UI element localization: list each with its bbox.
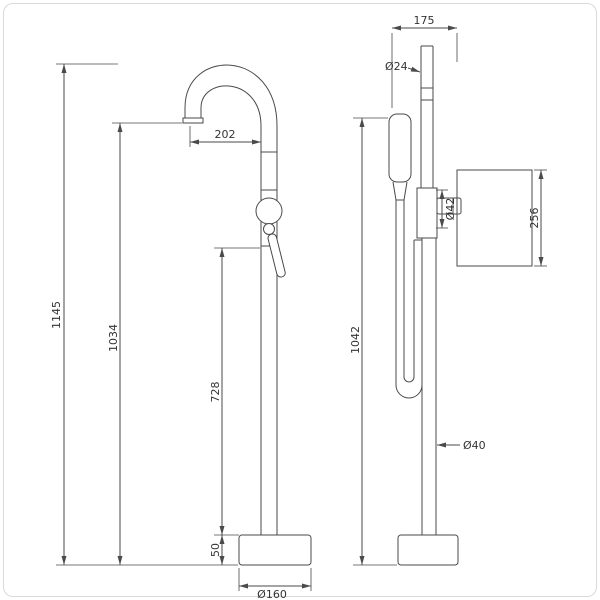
side-column-diameter-label: Ø40 xyxy=(463,439,486,452)
front-spout-reach-dimension: 202 xyxy=(189,126,261,147)
side-column-diameter-dimension: Ø40 xyxy=(437,439,486,452)
diverter-knob xyxy=(255,197,283,225)
front-spout-height-label: 1034 xyxy=(107,324,120,352)
knob-detail xyxy=(263,223,275,235)
side-bracket-height-label: 256 xyxy=(528,208,541,229)
front-overall-height-dimension: 1145 xyxy=(50,63,238,566)
side-bracket-height-dimension: 256 xyxy=(528,169,547,267)
side-body-diameter-label: Ø42 xyxy=(444,198,457,221)
front-base-height-dimension: 50 xyxy=(209,534,239,565)
mixer-body xyxy=(416,187,438,239)
side-depth-label: 175 xyxy=(414,14,435,27)
front-handle-height-label: 728 xyxy=(209,382,222,403)
handle-lever xyxy=(267,233,286,278)
side-overall-height-label: 1042 xyxy=(349,326,362,354)
side-riser-diameter-dimension: Ø24 xyxy=(385,60,421,73)
front-view: 1145 1034 728 50 202 xyxy=(50,63,312,600)
front-base-height-label: 50 xyxy=(209,543,222,557)
side-overall-height-dimension: 1042 xyxy=(349,117,397,566)
spout-outer-curve xyxy=(184,64,278,535)
spout-aerator xyxy=(182,117,204,124)
side-depth-dimension: 175 xyxy=(391,14,458,108)
shower-hose-inner xyxy=(403,200,415,383)
hand-shower-head xyxy=(388,113,412,183)
front-spout-reach-label: 202 xyxy=(215,128,236,141)
bracket-box xyxy=(456,169,533,267)
front-base-diameter-label: Ø160 xyxy=(257,588,287,600)
base-front xyxy=(238,534,312,566)
side-riser-diameter-label: Ø24 xyxy=(385,60,408,73)
front-overall-height-label: 1145 xyxy=(50,301,63,329)
front-spout-height-dimension: 1034 xyxy=(107,122,182,565)
front-base-diameter-dimension: Ø160 xyxy=(238,568,312,600)
hand-shower-handle xyxy=(392,181,408,201)
spout-inner-curve xyxy=(200,85,262,535)
side-body-diameter-dimension: Ø42 xyxy=(436,189,457,229)
base-side xyxy=(397,534,459,566)
side-view: 175 Ø24 1042 Ø42 256 xyxy=(349,14,547,566)
front-handle-height-dimension: 728 xyxy=(209,247,260,535)
